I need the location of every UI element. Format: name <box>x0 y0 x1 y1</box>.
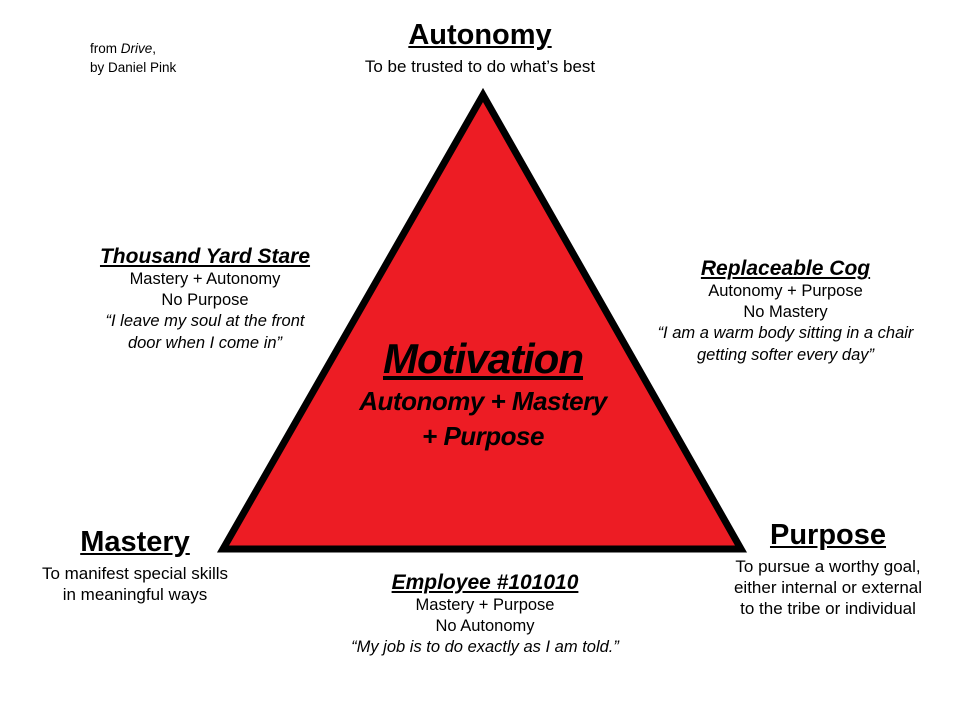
pair-bottom-title: Employee #101010 <box>391 571 579 594</box>
vertex-purpose: Purpose To pursue a worthy goal, either … <box>728 519 928 620</box>
triangle-shape <box>216 87 748 553</box>
autonomy-subtitle: To be trusted to do what’s best <box>364 56 596 76</box>
pair-left-missing: No Purpose <box>161 291 249 310</box>
pair-left-title: Thousand Yard Stare <box>99 245 311 268</box>
pair-right-has: Autonomy + Purpose <box>708 282 863 301</box>
attribution-suffix: , <box>152 41 157 56</box>
pair-right-quote-line1: “I am a warm body sitting in a chair <box>657 324 914 343</box>
pair-bottom-quote: “My job is to do exactly as I am told.” <box>351 638 619 657</box>
attribution-line2: by Daniel Pink <box>90 59 177 75</box>
pair-right-missing: No Mastery <box>743 303 828 322</box>
pair-left-has: Mastery + Autonomy <box>129 270 281 289</box>
attribution-prefix: from <box>90 41 121 56</box>
purpose-subtitle: To pursue a worthy goal, either internal… <box>733 556 923 619</box>
pair-bottom-has: Mastery + Purpose <box>415 596 555 615</box>
pair-right-quote-line2: getting softer every day” <box>696 345 874 364</box>
book-title: Drive <box>120 41 153 56</box>
motivation-title: Motivation <box>383 335 584 382</box>
pair-employee-101010: Employee #101010 Mastery + Purpose No Au… <box>315 570 655 659</box>
attribution-line1: from Drive, <box>90 40 176 59</box>
mastery-title: Mastery <box>80 526 190 558</box>
vertex-autonomy: Autonomy To be trusted to do what’s best <box>280 19 680 77</box>
autonomy-title: Autonomy <box>408 19 552 51</box>
vertex-mastery: Mastery To manifest special skills in me… <box>40 526 230 605</box>
pair-thousand-yard-stare: Thousand Yard Stare Mastery + Autonomy N… <box>55 244 355 354</box>
pair-left-quote-line1: “I leave my soul at the front <box>105 312 305 331</box>
center-motivation: Motivation Autonomy + Mastery + Purpose <box>330 335 636 452</box>
mastery-subtitle: To manifest special skills in meaningful… <box>41 563 229 605</box>
motivation-formula-line1: Autonomy + Mastery <box>359 386 607 417</box>
pair-replaceable-cog: Replaceable Cog Autonomy + Purpose No Ma… <box>613 256 958 366</box>
pair-right-title: Replaceable Cog <box>700 257 871 280</box>
attribution: from Drive, by Daniel Pink <box>90 40 176 78</box>
purpose-title: Purpose <box>769 519 887 551</box>
pair-left-quote-line2: door when I come in” <box>127 333 283 352</box>
pair-bottom-missing: No Autonomy <box>435 617 535 636</box>
motivation-formula-line2: + Purpose <box>422 420 544 451</box>
